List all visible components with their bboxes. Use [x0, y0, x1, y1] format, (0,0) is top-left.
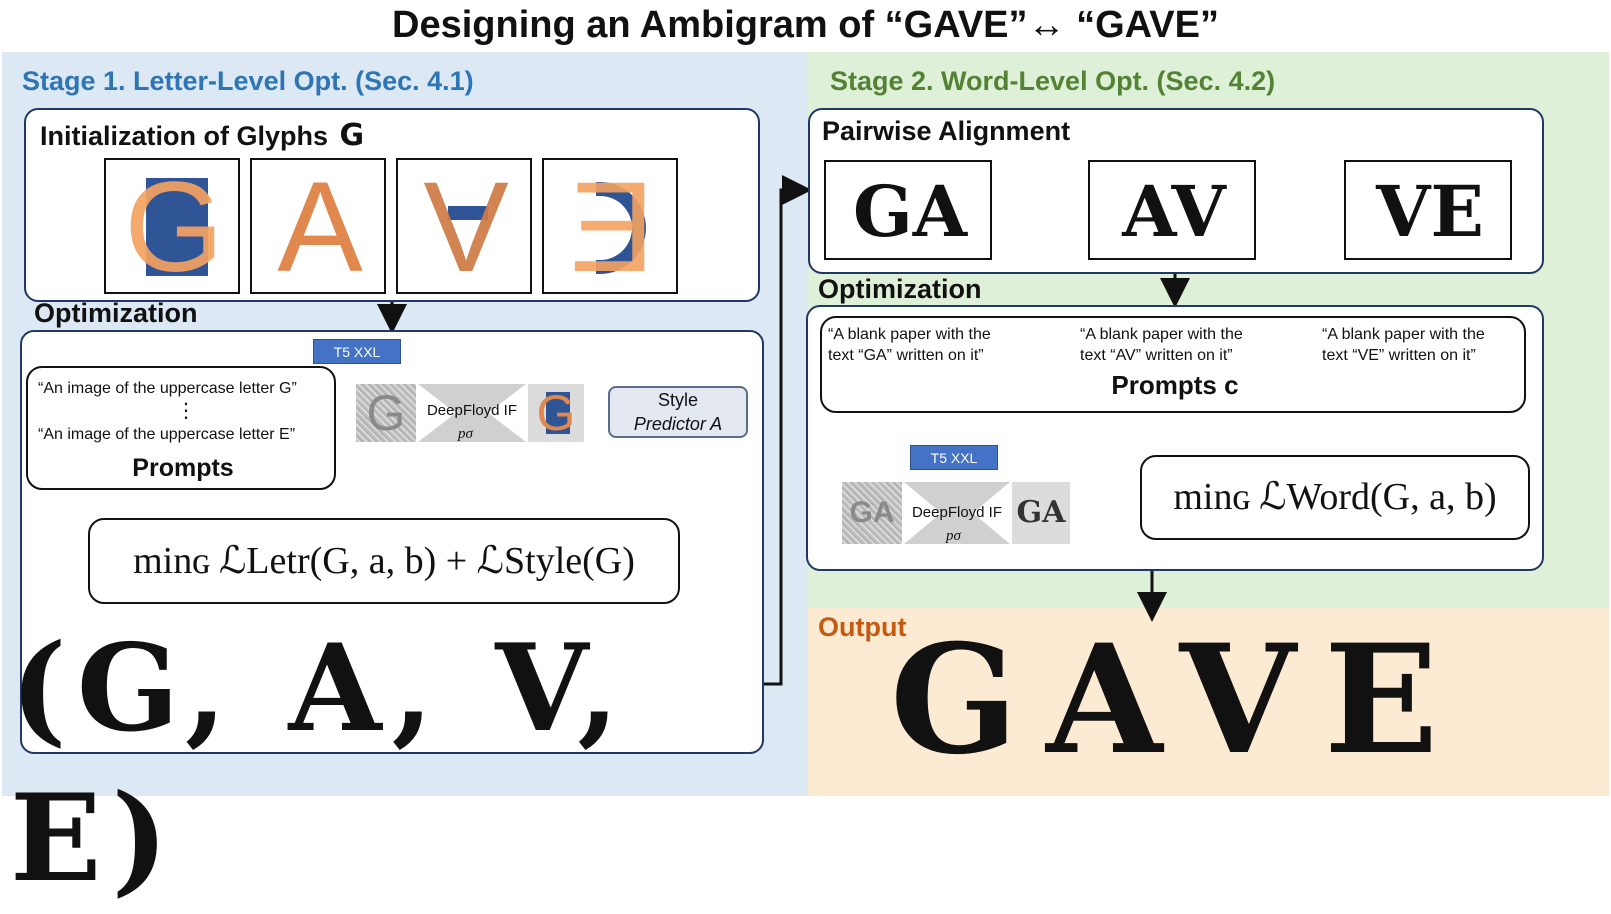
prompt-av-line1: “A blank paper with the	[1080, 326, 1243, 343]
init-glyph-g: G	[104, 158, 240, 294]
prompt-letter-g: “An image of the uppercase letter G”	[38, 380, 297, 397]
prompt-ga-line1: “A blank paper with the	[828, 326, 991, 343]
init-glyph-g-letter: G	[124, 158, 224, 294]
pairwise-alignment-box: Pairwise Alignment GA AV VE	[808, 108, 1544, 274]
pair-ga: GA	[824, 160, 992, 260]
init-glyph-v-letter: V	[423, 158, 509, 294]
letter-prompts-box: “An image of the uppercase letter G” ⋮ “…	[26, 366, 336, 490]
prompt-letter-e: “An image of the uppercase letter E”	[38, 426, 296, 443]
stage1-label: Stage 1. Letter-Level Opt. (Sec. 4.1)	[22, 66, 474, 96]
denoised-image-stage1: G	[528, 384, 584, 442]
p-sigma-stage2: pσ	[946, 528, 961, 544]
prompt-ve-line1: “A blank paper with the	[1322, 326, 1485, 343]
stage1-optimization-label: Optimization	[34, 298, 198, 328]
glyph-set-symbol: G	[339, 118, 365, 153]
style-predictor-line1: Style	[657, 390, 699, 410]
init-glyph-a-letter: A	[277, 158, 363, 294]
output-label: Output	[818, 612, 907, 642]
noisy-pair-image: GA	[842, 482, 902, 544]
denoised-pair-image: GA	[1012, 482, 1070, 544]
prompt-ga-line2: text “GA” written on it”	[828, 347, 984, 364]
init-glyph-v: V	[396, 158, 532, 294]
noisy-input-image: G	[356, 384, 416, 442]
init-glyph-a: A	[250, 158, 386, 294]
prompts-label: Prompts	[132, 454, 234, 482]
style-predictor-box: Style Predictor A	[608, 386, 748, 438]
init-glyph-e-letter: E	[569, 158, 655, 294]
word-loss-formula: minɢ ℒWord(G, a, b)	[1173, 476, 1497, 518]
optimized-glyph-tuple: (G, A, V, E)	[10, 618, 630, 909]
deepfloyd-label-stage2: DeepFloyd IF	[911, 504, 1003, 521]
init-glyphs-box: Initialization of Glyphs G G A V E	[24, 108, 760, 302]
init-glyph-e: E	[542, 158, 678, 294]
t5-encoder-stage1: T5 XXL	[313, 339, 401, 364]
output-ambigram-word: GAVE	[890, 612, 1467, 788]
pair-ve: VE	[1344, 160, 1512, 260]
pairwise-alignment-title: Pairwise Alignment	[822, 116, 1071, 146]
prompt-ve-line2: text “VE” written on it”	[1322, 347, 1476, 364]
p-sigma-stage1: pσ	[458, 426, 473, 442]
figure-title: Designing an Ambigram of “GAVE”↔ “GAVE”	[392, 4, 1219, 46]
prompt-av-line2: text “AV” written on it”	[1080, 347, 1233, 364]
deepfloyd-label-stage1: DeepFloyd IF	[426, 402, 518, 419]
letter-loss-formula: minɢ ℒLetr(G, a, b) + ℒStyle(G)	[133, 540, 635, 582]
prompt-ellipsis: ⋮	[176, 400, 196, 422]
word-prompts-box: “A blank paper with the text “GA” writte…	[820, 316, 1526, 413]
init-title: Initialization of Glyphs	[40, 121, 329, 151]
output-panel	[808, 608, 1609, 796]
prompts-c-label: Prompts c	[1111, 370, 1239, 400]
style-predictor-line2: Predictor A	[633, 414, 723, 434]
pair-av: AV	[1088, 160, 1256, 260]
stage2-label: Stage 2. Word-Level Opt. (Sec. 4.2)	[830, 66, 1276, 96]
t5-encoder-stage2: T5 XXL	[910, 445, 998, 470]
stage2-optimization-label: Optimization	[818, 274, 982, 304]
word-loss-box: minɢ ℒWord(G, a, b)	[1140, 455, 1530, 540]
letter-loss-box: minɢ ℒLetr(G, a, b) + ℒStyle(G)	[88, 518, 680, 604]
